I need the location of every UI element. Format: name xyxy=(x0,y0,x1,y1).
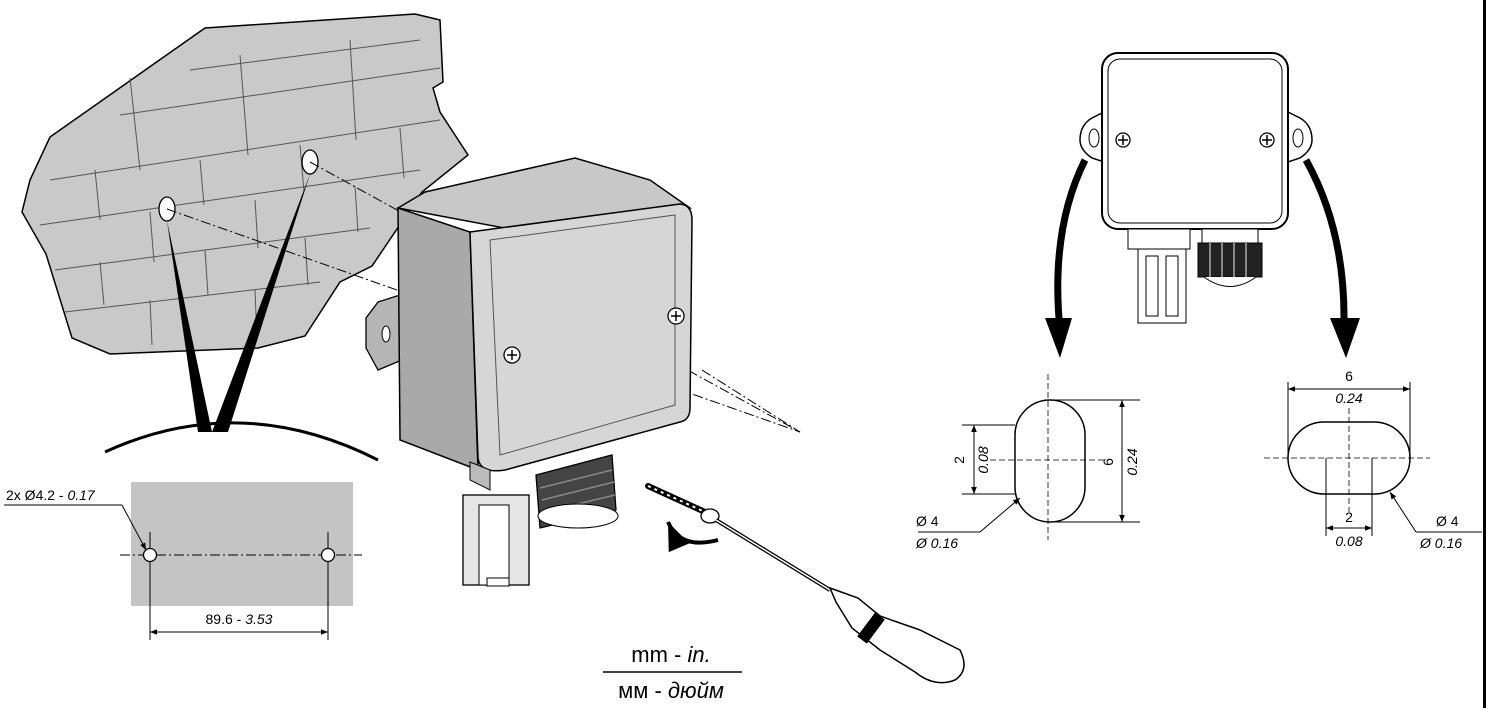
units-imperial: mm - in. xyxy=(631,642,710,667)
screwdriver xyxy=(645,483,965,684)
sensor-housing xyxy=(365,157,693,587)
drill-hole xyxy=(142,547,158,563)
slot-length-in: 0.24 xyxy=(1335,390,1362,406)
slot-length-mm: 6 xyxy=(1345,368,1353,384)
hole-spacing-label: 89.6 - 3.53 xyxy=(206,611,273,627)
slot-width-in: 0.08 xyxy=(1335,533,1362,549)
slot-width-mm: 2 xyxy=(1345,509,1353,525)
hole-diameter-label: 2x Ø4.2 - 0.17 xyxy=(6,487,96,503)
housing-front-view xyxy=(1079,52,1313,324)
alignment-line xyxy=(701,369,801,433)
zoom-callout xyxy=(104,174,379,462)
units-russian: мм - дюйм xyxy=(618,678,724,703)
slot-diameter-in: Ø 0.16 xyxy=(915,535,958,551)
units-legend: mm - in. мм - дюйм xyxy=(603,642,742,703)
slot-width-mm: 2 xyxy=(951,456,967,464)
brick-wall xyxy=(21,13,469,355)
slot-diameter-mm: Ø 4 xyxy=(916,513,939,529)
page-border xyxy=(1483,0,1486,708)
slot-vertical-detail: 6 0.24 2 0.08 Ø 4 Ø 0.16 xyxy=(915,374,1140,551)
direction-arrows xyxy=(1045,158,1360,358)
slot-length-in: 0.24 xyxy=(1124,448,1140,475)
slot-diameter-in: Ø 0.16 xyxy=(1419,535,1462,551)
slot-horizontal-detail: 6 0.24 2 0.08 Ø 4 Ø 0.16 xyxy=(1264,368,1482,551)
drill-hole xyxy=(320,547,336,563)
alignment-line xyxy=(166,208,801,433)
slot-length-mm: 6 xyxy=(1100,458,1116,466)
slot-diameter-mm: Ø 4 xyxy=(1436,513,1459,529)
slot-width-in: 0.08 xyxy=(975,446,991,473)
drill-template: 89.6 - 3.53 2x Ø4.2 - 0.17 xyxy=(4,482,362,640)
